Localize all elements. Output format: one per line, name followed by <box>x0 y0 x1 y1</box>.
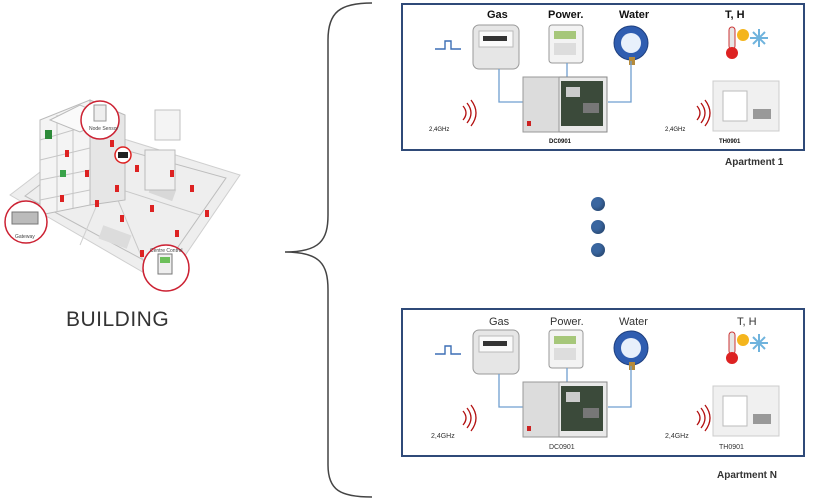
th-label: T, H <box>725 9 745 21</box>
controller-label: DC0901 <box>549 139 572 145</box>
ellipsis-dot <box>591 220 605 234</box>
gas-label: Gas <box>489 316 510 328</box>
freq-left-label: 2,4GHz <box>431 433 455 440</box>
sensor-label: TH0901 <box>719 444 744 451</box>
water-label: Water <box>619 316 648 328</box>
centre-control-label: Centre Control <box>150 248 183 254</box>
power-label: Power. <box>548 9 584 21</box>
apartment-1-panel: Gas Power. Water T, H 2,4GHz 2,4GHz DC09… <box>401 3 805 151</box>
apartment-1-graphics <box>435 24 780 133</box>
apartment-n-panel: Gas Power. Water T, H 2,4GHz 2,4GHz DC09… <box>401 308 805 457</box>
apartment-n-title: Apartment N <box>717 470 778 481</box>
freq-right-label: 2,4GHz <box>665 433 689 440</box>
building-label: BUILDING <box>66 308 169 332</box>
apartment-1-title: Apartment 1 <box>725 157 784 168</box>
th-label: T, H <box>737 316 757 328</box>
ellipsis-dot <box>591 197 605 211</box>
power-label: Power. <box>550 316 584 328</box>
gateway-label: Gateway <box>15 234 35 240</box>
water-label: Water <box>619 9 650 21</box>
freq-right-label: 2,4GHz <box>665 127 686 133</box>
node-sensor-label: Node Sensor <box>89 126 119 132</box>
building-label-text: BUILDING <box>66 308 170 331</box>
sensor-label: TH0901 <box>719 139 741 145</box>
building-illustration <box>4 99 241 292</box>
controller-label: DC0901 <box>549 444 575 451</box>
ellipsis-dot <box>591 243 605 257</box>
freq-left-label: 2,4GHz <box>429 127 450 133</box>
gas-label: Gas <box>487 9 508 21</box>
apartment-n-graphics <box>435 329 780 438</box>
curly-brace <box>284 2 373 498</box>
